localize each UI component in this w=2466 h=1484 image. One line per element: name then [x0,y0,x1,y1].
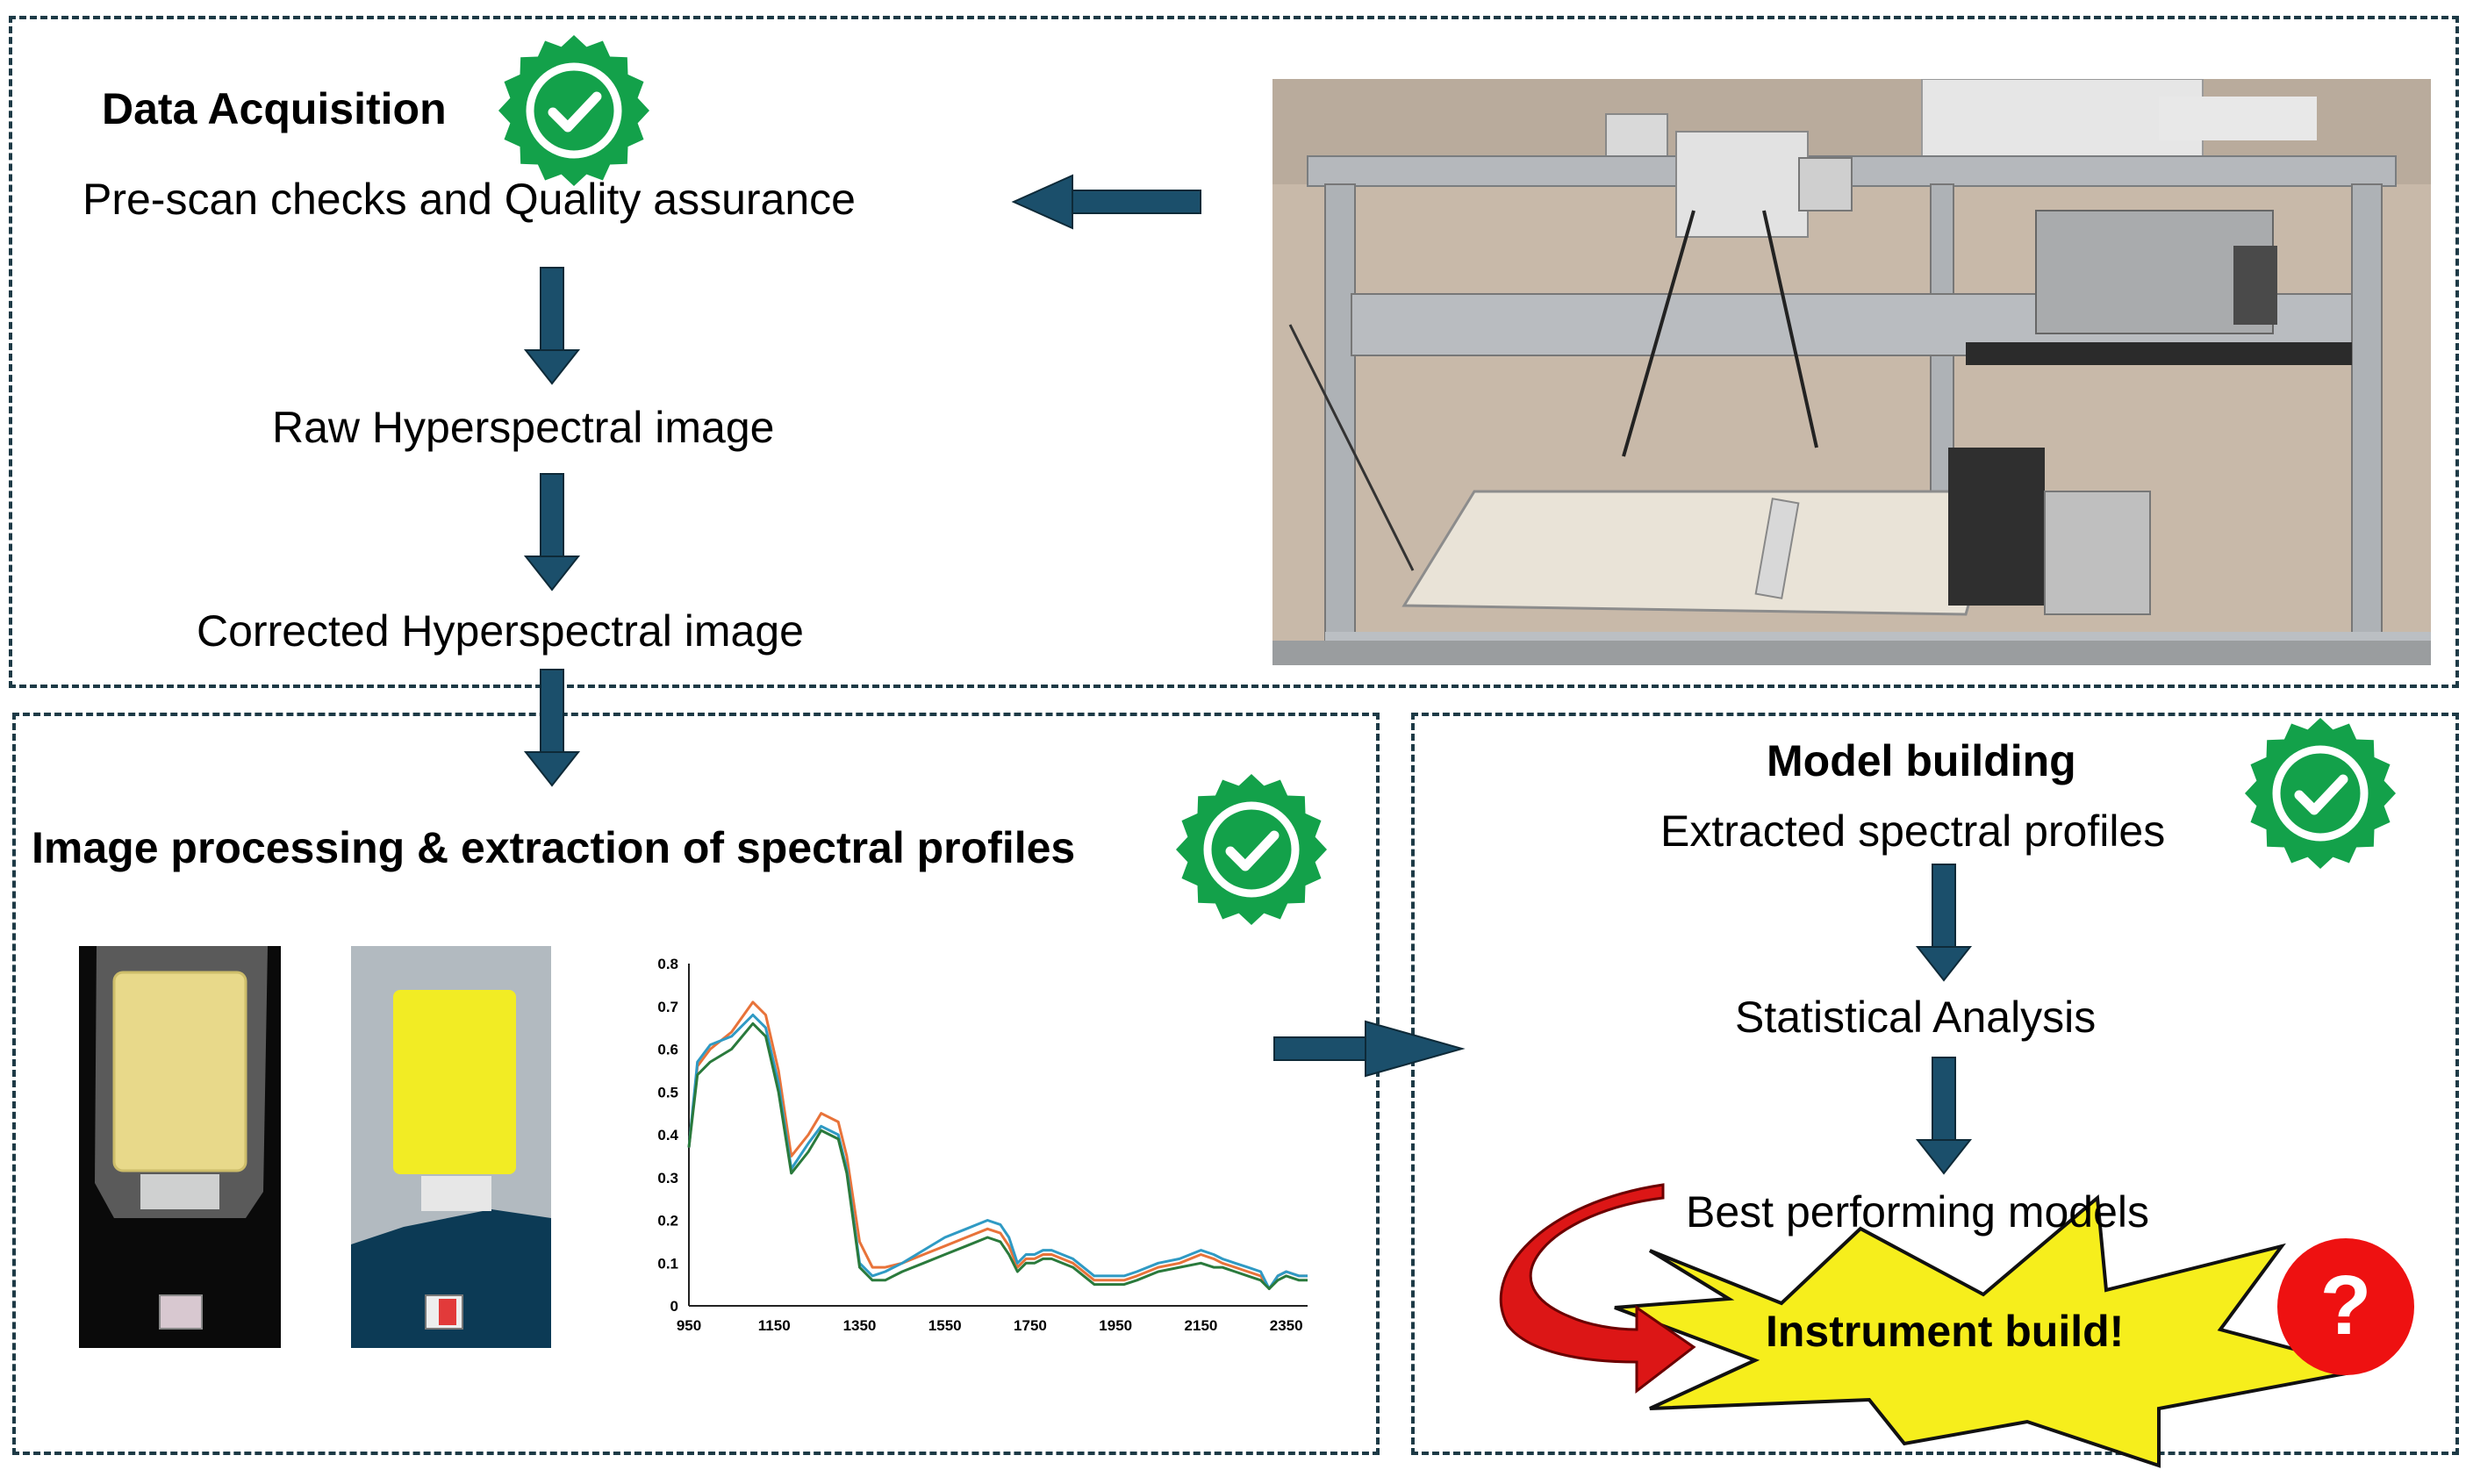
sample-processed-image [351,946,551,1348]
curved-arrow-icon [1499,1183,1696,1394]
y-tick-label: 0.5 [657,1084,678,1100]
spectral-profile-chart: 0 0.1 0.2 0.3 0.4 0.5 0.6 0.7 0.8 950 1150 1350 155… [657,957,1308,1334]
y-tick-label: 0 [670,1298,678,1315]
arrow-down-3 [525,669,579,786]
x-tick-label: 1550 [928,1317,962,1334]
arrow-down-2 [525,473,579,591]
y-tick-label: 0.4 [657,1127,678,1143]
y-tick-label: 0.3 [657,1170,678,1186]
best-models-text: Best performing models [1686,1187,2150,1237]
arrow-to-model-building [1273,1020,1466,1078]
instrument-build-text: Instrument build! [1766,1307,2125,1356]
extracted-profiles-text: Extracted spectral profiles [1660,807,2166,856]
spectral-series-line [687,1014,1308,1290]
arrow-down-5 [1917,1057,1971,1174]
image-processing-title: Image processing & extraction of spectra… [32,823,1076,872]
instrument-build-burst-icon [1614,1194,2370,1468]
data-acquisition-panel [9,16,2459,688]
data-acquisition-title: Data Acquisition [102,84,447,133]
pre-scan-checks-text: Pre-scan checks and Quality assurance [82,175,856,224]
check-badge-icon [1176,774,1327,925]
x-tick-label: 1750 [1014,1317,1047,1334]
model-building-title: Model building [1767,736,2076,785]
raw-image-text: Raw Hyperspectral image [272,403,775,452]
x-tick-label: 950 [677,1317,701,1334]
check-badge-icon [498,35,649,186]
hyperspectral-scanner-photo [1272,79,2431,665]
y-tick-label: 0.6 [657,1042,678,1058]
corrected-image-text: Corrected Hyperspectral image [197,606,804,656]
x-tick-label: 2350 [1270,1317,1303,1334]
y-tick-label: 0.7 [657,999,678,1015]
question-icon: ? [2277,1238,2414,1375]
x-tick-label: 2150 [1185,1317,1218,1334]
instrument-build-graphic [1499,1183,2370,1468]
image-processing-panel [12,713,1380,1455]
arrow-down-4 [1917,864,1971,981]
sample-rgb-image [79,946,281,1348]
y-tick-label: 0.2 [657,1213,678,1229]
y-tick-label: 0.8 [657,957,678,972]
x-tick-label: 1950 [1099,1317,1132,1334]
model-building-panel [1411,713,2459,1455]
x-tick-label: 1350 [843,1317,877,1334]
arrow-down-1 [525,267,579,384]
statistical-analysis-text: Statistical Analysis [1735,993,2097,1042]
spectral-series-line [687,1000,1308,1290]
x-tick-label: 1150 [758,1317,791,1334]
check-badge-icon [2245,718,2396,869]
question-mark: ? [2320,1258,2372,1352]
spectral-series-line [687,1022,1308,1290]
y-tick-label: 0.1 [657,1255,678,1272]
arrow-photo-to-checks [1011,174,1201,230]
